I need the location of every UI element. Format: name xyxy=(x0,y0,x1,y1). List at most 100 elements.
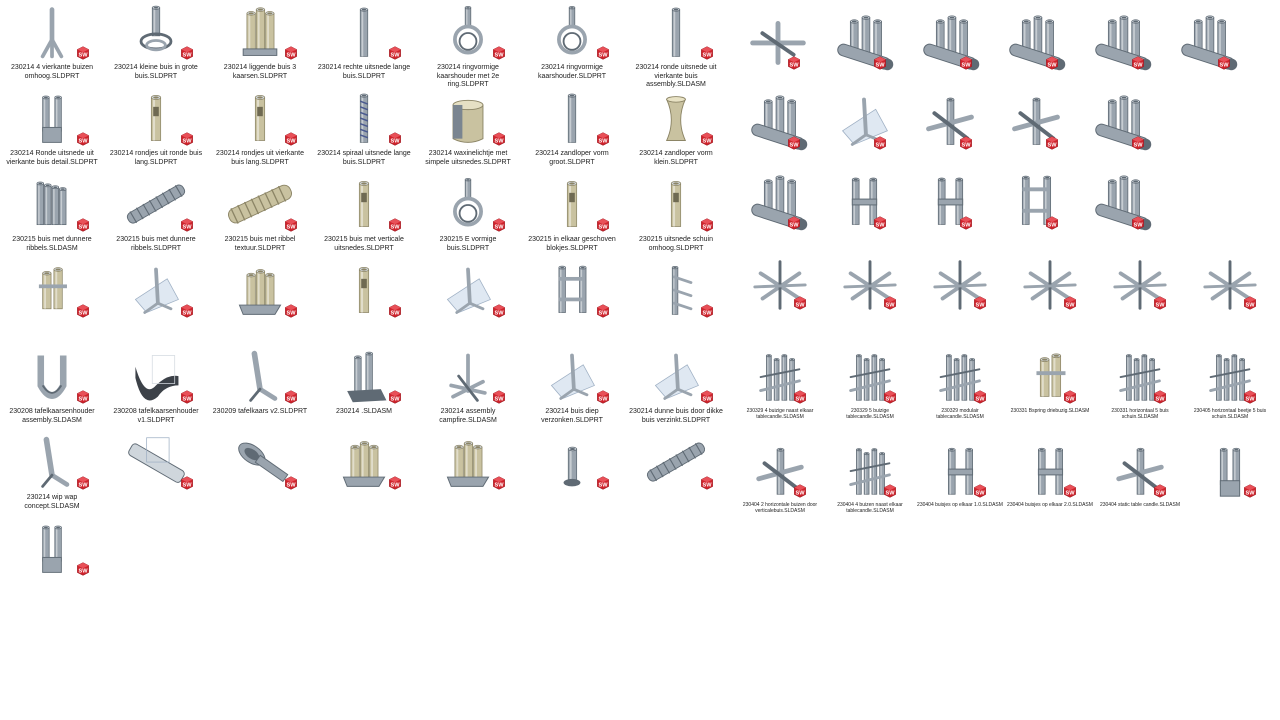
svg-text:SW: SW xyxy=(182,139,192,145)
file-item[interactable]: SW xyxy=(624,430,728,516)
file-item[interactable]: SW xyxy=(821,4,907,84)
file-item[interactable]: SW xyxy=(104,430,208,516)
model-thumbnail xyxy=(1083,166,1161,238)
file-item[interactable]: SW xyxy=(907,84,993,164)
file-item[interactable]: SW xyxy=(915,252,1005,346)
file-item[interactable]: SW xyxy=(1079,84,1165,164)
model-thumbnail xyxy=(1190,442,1270,502)
file-item[interactable]: SW xyxy=(993,164,1079,244)
file-item[interactable] xyxy=(1165,164,1251,244)
model-thumbnail xyxy=(324,348,404,406)
svg-text:SW: SW xyxy=(975,303,985,309)
file-item[interactable]: SW xyxy=(624,258,728,344)
file-name-label: 230215 buis met ribbel textuur.SLDPRT xyxy=(224,236,296,252)
solidworks-file-icon: SW xyxy=(284,304,298,318)
file-item[interactable]: SW xyxy=(1185,252,1275,346)
svg-text:SW: SW xyxy=(1155,397,1165,403)
file-item[interactable]: SW xyxy=(0,258,104,344)
file-item[interactable]: SW xyxy=(520,258,624,344)
solidworks-file-icon: SW xyxy=(596,132,610,146)
svg-text:SW: SW xyxy=(885,397,895,403)
file-item[interactable]: SW xyxy=(0,516,104,602)
file-item[interactable]: SW xyxy=(907,4,993,84)
file-item[interactable]: SW xyxy=(416,258,520,344)
solidworks-file-icon: SW xyxy=(873,56,887,70)
solidworks-file-icon: SW xyxy=(959,136,973,150)
file-item[interactable]: SW xyxy=(312,430,416,516)
file-item[interactable]: SW xyxy=(1005,252,1095,346)
file-item[interactable]: SW xyxy=(735,4,821,84)
file-name-label: 230214 kleine buis in grote buis.SLDPRT xyxy=(114,64,198,80)
model-thumbnail xyxy=(324,176,404,234)
file-item[interactable]: SW xyxy=(993,84,1079,164)
file-item[interactable]: SW xyxy=(1165,4,1251,84)
svg-text:SW: SW xyxy=(789,143,799,149)
file-item[interactable]: SW xyxy=(104,258,208,344)
solidworks-file-icon: SW xyxy=(873,216,887,230)
file-item[interactable]: SW xyxy=(416,430,520,516)
file-item[interactable]: SW xyxy=(821,84,907,164)
file-item[interactable]: SW xyxy=(821,164,907,244)
file-item[interactable] xyxy=(1165,84,1251,164)
file-item[interactable]: SW xyxy=(1079,4,1165,84)
model-thumbnail xyxy=(1010,254,1090,314)
model-thumbnail xyxy=(636,434,716,492)
svg-text:SW: SW xyxy=(494,483,504,489)
file-item[interactable]: SW xyxy=(735,84,821,164)
file-item[interactable]: SW xyxy=(208,258,312,344)
file-item[interactable]: SW xyxy=(1095,252,1185,346)
file-item[interactable]: SW xyxy=(1079,164,1165,244)
file-item[interactable]: SW xyxy=(312,258,416,344)
file-item[interactable]: SW xyxy=(1185,440,1275,534)
svg-text:SW: SW xyxy=(961,63,971,69)
file-item[interactable]: SW xyxy=(208,430,312,516)
file-item[interactable]: SW xyxy=(825,252,915,346)
file-item[interactable]: SW xyxy=(520,430,624,516)
file-item[interactable]: SW xyxy=(735,252,825,346)
solidworks-file-icon: SW xyxy=(76,46,90,60)
file-item[interactable]: SW xyxy=(907,164,993,244)
file-item[interactable]: SW xyxy=(735,164,821,244)
file-item[interactable]: SW xyxy=(993,4,1079,84)
